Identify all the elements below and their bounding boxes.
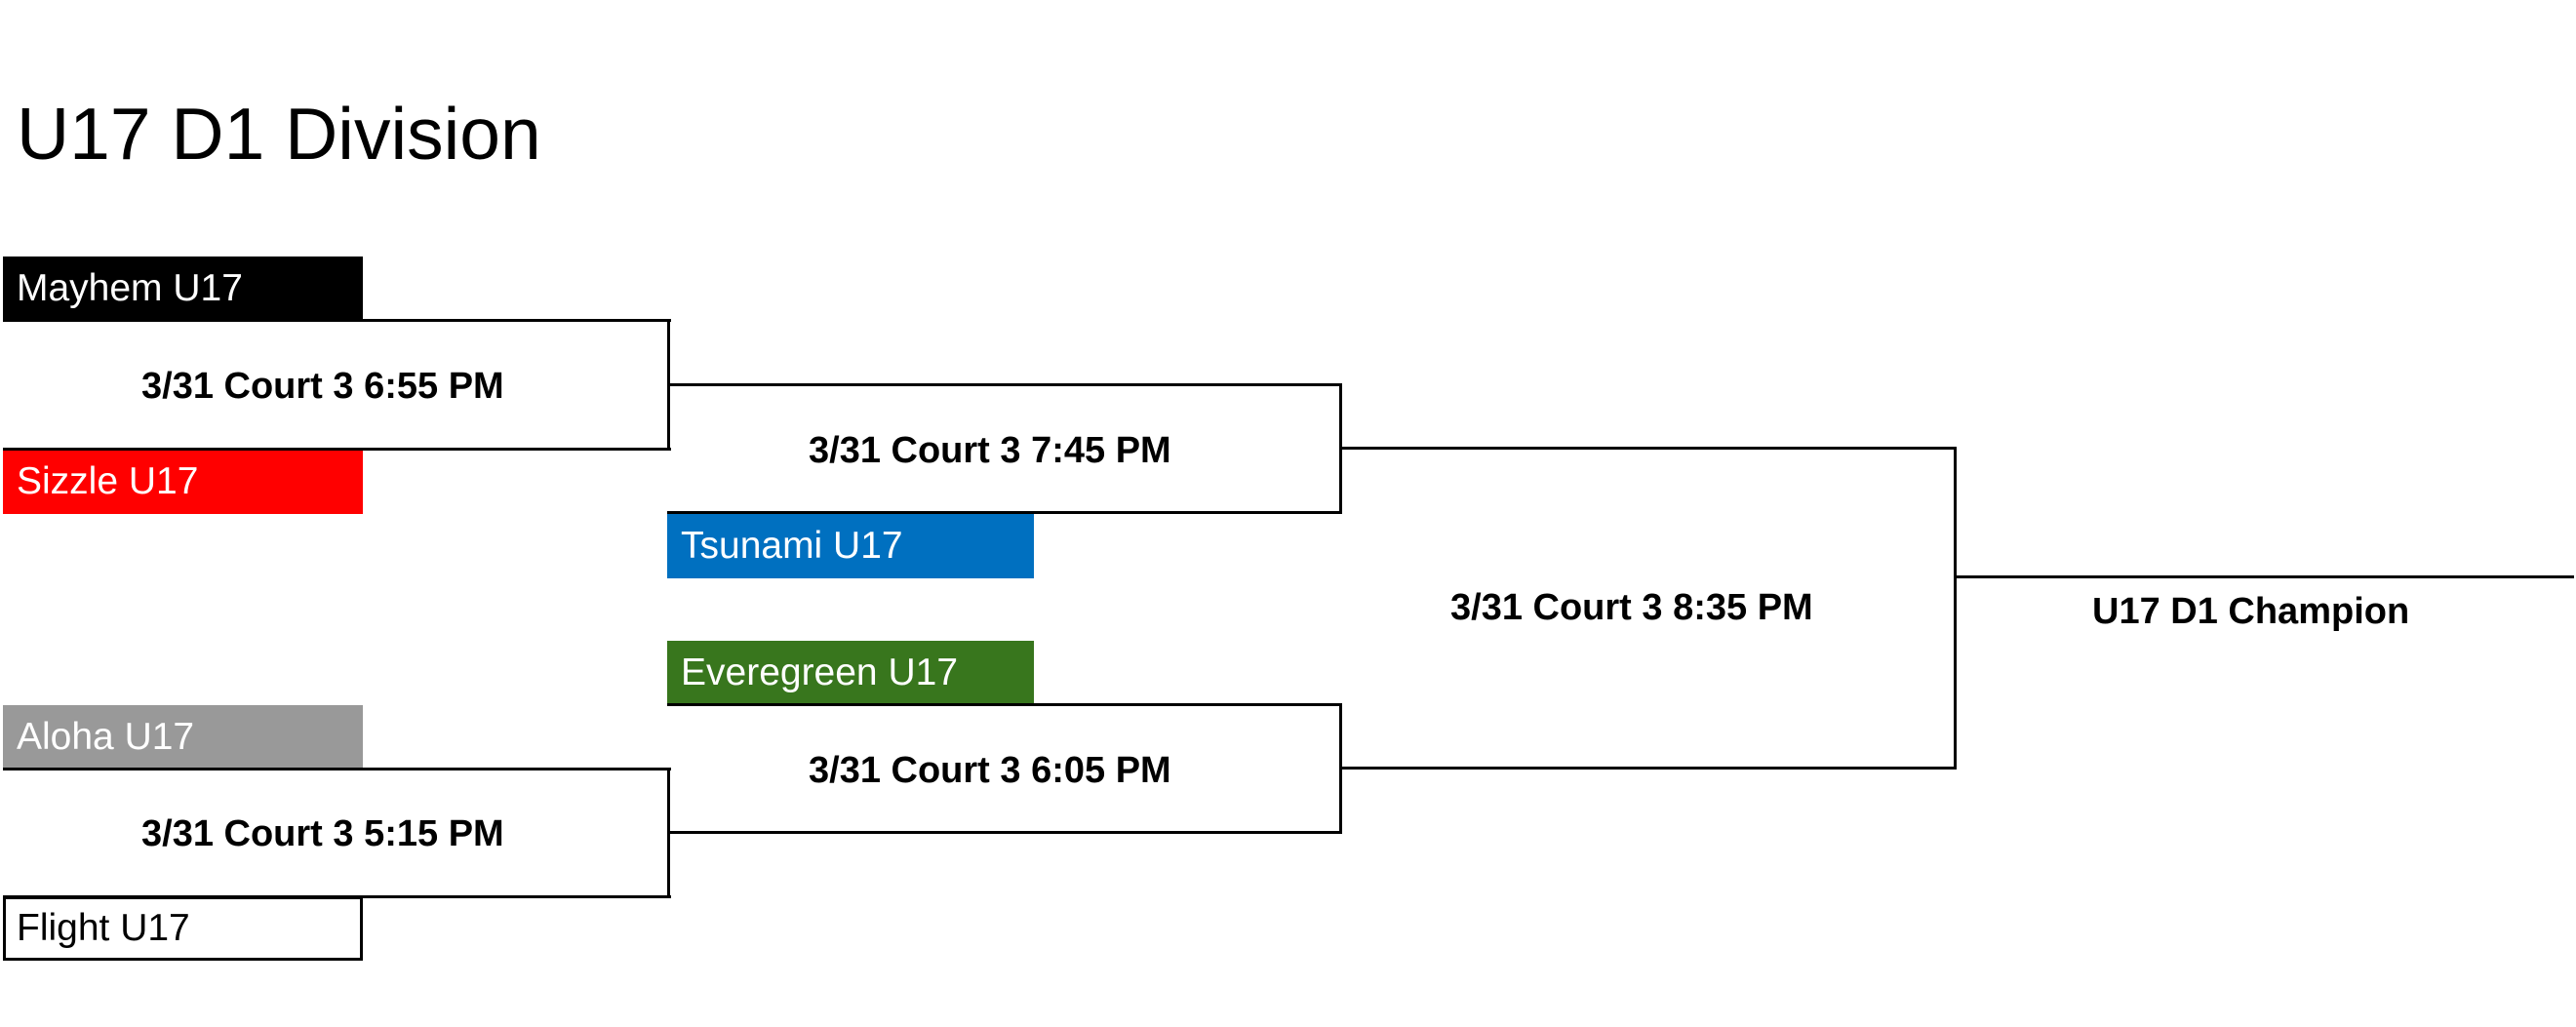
game-label-1: 3/31 Court 3 6:55 PM — [141, 366, 504, 407]
team-aloha[interactable]: Aloha U17 — [3, 705, 363, 770]
game-label-3: 3/31 Court 3 7:45 PM — [809, 430, 1171, 471]
bracket-line — [1339, 447, 1957, 450]
team-flight[interactable]: Flight U17 — [3, 896, 363, 961]
team-everegreen[interactable]: Everegreen U17 — [667, 641, 1034, 705]
division-title: U17 D1 Division — [17, 93, 541, 175]
game-label-2: 3/31 Court 3 5:15 PM — [141, 813, 504, 854]
team-tsunami[interactable]: Tsunami U17 — [667, 514, 1034, 578]
bracket-line — [1339, 767, 1957, 770]
game-label-4: 3/31 Court 3 6:05 PM — [809, 750, 1171, 791]
bracket-line — [667, 831, 1342, 834]
bracket-line — [3, 448, 671, 451]
bracket-line — [3, 895, 671, 898]
bracket-line — [1954, 447, 1957, 770]
champion-label: U17 D1 Champion — [2092, 591, 2410, 632]
team-sizzle[interactable]: Sizzle U17 — [3, 450, 363, 514]
champion-line — [1954, 575, 2574, 578]
bracket-line — [667, 383, 1342, 386]
bracket-line — [3, 768, 671, 770]
bracket-line — [667, 511, 1342, 514]
team-mayhem[interactable]: Mayhem U17 — [3, 257, 363, 321]
game-label-final: 3/31 Court 3 8:35 PM — [1450, 587, 1813, 628]
bracket-line — [667, 703, 1342, 706]
bracket-line — [3, 319, 671, 322]
